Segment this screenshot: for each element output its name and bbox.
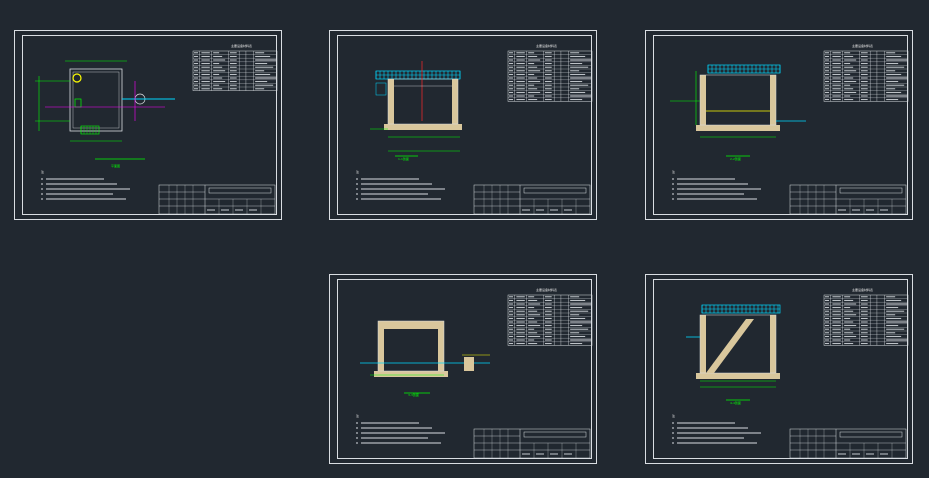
section-drawing bbox=[356, 50, 593, 215]
material-table-title: 主要设备材料表 bbox=[852, 44, 874, 48]
material-table-title: 主要设备材料表 bbox=[536, 44, 558, 48]
view-label: 1-1剖面 bbox=[398, 157, 409, 161]
notes-heading: 注 bbox=[356, 414, 360, 418]
concrete-wall-left bbox=[388, 79, 394, 124]
drawing-sheet-section-3[interactable]: 主要设备材料表 3-3剖面 注 bbox=[329, 274, 597, 464]
tank-outline bbox=[377, 320, 445, 372]
concrete-wall-left bbox=[378, 321, 384, 371]
title-block-name-box bbox=[523, 187, 587, 194]
notes-heading: 注 bbox=[672, 170, 676, 174]
title-block-name-box bbox=[839, 431, 903, 438]
sheet-inner-border bbox=[653, 279, 908, 459]
concrete-wall-left bbox=[700, 315, 706, 373]
notes-heading: 注 bbox=[41, 170, 45, 174]
view-label: 4-4剖面 bbox=[730, 401, 741, 405]
tank-outline bbox=[699, 314, 777, 374]
material-table bbox=[192, 50, 278, 91]
concrete-base-slab bbox=[696, 125, 780, 131]
notes-heading: 注 bbox=[356, 170, 360, 174]
view-label: 平面图 bbox=[111, 164, 121, 168]
drawing-sheet-section-4[interactable]: 主要设备材料表 4-4剖面 注 bbox=[645, 274, 913, 464]
concrete-wall-right bbox=[438, 321, 444, 371]
concrete-top-slab bbox=[378, 321, 444, 329]
concrete-base-slab bbox=[374, 371, 448, 377]
section-drawing bbox=[670, 50, 909, 215]
concrete-base-slab bbox=[384, 124, 462, 130]
stair-section bbox=[375, 82, 387, 96]
tank-outline bbox=[387, 78, 459, 125]
drawing-sheet-section-1[interactable]: 主要设备材料表 1-1剖面 注 bbox=[329, 30, 597, 220]
tank-plan-outline bbox=[69, 68, 123, 132]
notes-heading: 注 bbox=[672, 414, 676, 418]
sheet-inner-border bbox=[653, 35, 908, 215]
drawing-sheet-section-2[interactable]: 主要设备材料表 2-2剖面 注 bbox=[645, 30, 913, 220]
manhole-circle bbox=[72, 73, 82, 83]
concrete-wall-right bbox=[770, 315, 776, 373]
title-block bbox=[473, 428, 591, 459]
title-block-name-box bbox=[523, 431, 587, 438]
valve-pit bbox=[464, 357, 474, 371]
view-label: 2-2剖面 bbox=[730, 157, 741, 161]
sheet-inner-border bbox=[337, 35, 592, 215]
sheet-inner-border bbox=[22, 35, 277, 215]
drawing-sheet-plan[interactable]: 主要设备材料表 平面图 注 bbox=[14, 30, 282, 220]
title-block-name-box bbox=[839, 187, 903, 194]
stair-slab-diagonal bbox=[706, 319, 754, 373]
section-drawing bbox=[672, 294, 909, 459]
concrete-base-slab bbox=[696, 373, 780, 379]
concrete-wall-right bbox=[770, 75, 776, 125]
section-drawing bbox=[356, 294, 593, 459]
title-block bbox=[473, 184, 591, 215]
material-table-title: 主要设备材料表 bbox=[536, 288, 558, 292]
title-block-name-box bbox=[208, 187, 272, 194]
concrete-wall-left bbox=[700, 75, 706, 125]
title-block bbox=[789, 184, 907, 215]
title-block bbox=[158, 184, 276, 215]
material-table-title: 主要设备材料表 bbox=[852, 288, 874, 292]
plan-drawing bbox=[35, 50, 278, 215]
view-label: 3-3剖面 bbox=[408, 393, 419, 397]
sheet-inner-border bbox=[337, 279, 592, 459]
concrete-wall-right bbox=[452, 79, 458, 124]
title-block bbox=[789, 428, 907, 459]
tank-outline bbox=[699, 74, 777, 126]
material-table-title: 主要设备材料表 bbox=[231, 44, 253, 48]
ladder-symbol bbox=[74, 98, 82, 108]
